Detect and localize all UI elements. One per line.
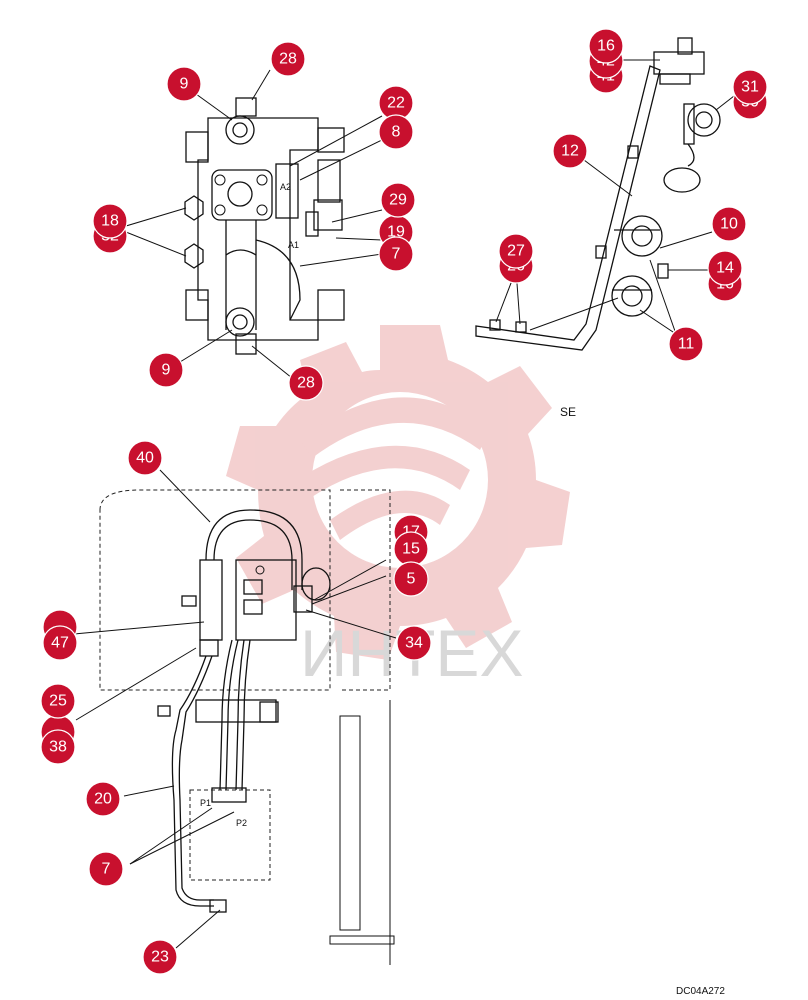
- callout-5: 5: [393, 561, 429, 597]
- callout-38: 38: [40, 729, 76, 765]
- callout-11: 11: [668, 326, 704, 362]
- svg-text:14: 14: [716, 260, 734, 277]
- svg-text:10: 10: [720, 216, 738, 233]
- svg-text:9: 9: [162, 362, 171, 379]
- svg-text:40: 40: [136, 450, 154, 467]
- callout-29: 29: [380, 182, 416, 218]
- port-label-a1: A1: [288, 240, 299, 250]
- callout-28-top: 28: [270, 41, 306, 77]
- svg-text:7: 7: [102, 861, 111, 878]
- svg-text:47: 47: [51, 635, 69, 652]
- valve-block-drawing: A2 A1: [184, 97, 345, 355]
- callout-23: 23: [142, 939, 178, 975]
- svg-text:28: 28: [279, 51, 297, 68]
- callout-9-bottom: 9: [148, 352, 184, 388]
- callout-8: 8: [378, 114, 414, 150]
- callout-14: 14: [707, 250, 743, 286]
- svg-text:29: 29: [389, 192, 407, 209]
- callout-40: 40: [127, 440, 163, 476]
- svg-text:27: 27: [507, 243, 525, 260]
- callout-15: 15: [393, 531, 429, 567]
- callout-16-top: 16: [588, 28, 624, 64]
- callout-47: 47: [42, 625, 78, 661]
- callout-7-top: 7: [378, 236, 414, 272]
- callout-25: 25: [40, 683, 76, 719]
- callout-28-bottom: 28: [288, 365, 324, 401]
- callout-9-top: 9: [166, 66, 202, 102]
- leader-lines-bracket: [495, 59, 735, 335]
- callout-27: 27: [498, 233, 534, 269]
- svg-text:38: 38: [49, 739, 67, 756]
- svg-text:12: 12: [561, 143, 579, 160]
- svg-text:22: 22: [387, 95, 405, 112]
- callout-20: 20: [85, 781, 121, 817]
- watermark-gear-logo: [226, 325, 570, 660]
- svg-text:16: 16: [597, 38, 615, 55]
- port-label-a2: A2: [280, 182, 291, 192]
- bracket-assembly-drawing: SE: [475, 37, 721, 419]
- section-label: SE: [560, 405, 576, 419]
- svg-text:18: 18: [101, 213, 119, 230]
- svg-text:8: 8: [392, 124, 401, 141]
- svg-text:34: 34: [405, 635, 423, 652]
- svg-text:31: 31: [741, 79, 759, 96]
- callout-34: 34: [396, 625, 432, 661]
- callout-31: 31: [732, 69, 768, 105]
- callout-12: 12: [552, 133, 588, 169]
- svg-text:11: 11: [678, 336, 695, 353]
- callout-7-bottom: 7: [88, 851, 124, 887]
- svg-text:19: 19: [387, 224, 405, 241]
- svg-text:7: 7: [392, 246, 401, 263]
- svg-text:20: 20: [94, 791, 112, 808]
- hydraulic-layout-drawing: P1 P2: [99, 489, 395, 965]
- leader-lines-hydraulic: [73, 469, 397, 949]
- svg-text:9: 9: [180, 76, 189, 93]
- callout-18: 18: [92, 203, 128, 239]
- callout-10: 10: [711, 206, 747, 242]
- svg-text:5: 5: [407, 571, 416, 588]
- svg-text:15: 15: [402, 541, 420, 558]
- port-label-p2: P2: [236, 818, 247, 828]
- svg-text:23: 23: [151, 949, 169, 966]
- svg-text:25: 25: [49, 693, 67, 710]
- svg-text:28: 28: [297, 375, 315, 392]
- port-label-p1: P1: [200, 798, 211, 808]
- leader-lines-valve: [125, 69, 383, 379]
- drawing-code: DC04A272: [676, 986, 725, 997]
